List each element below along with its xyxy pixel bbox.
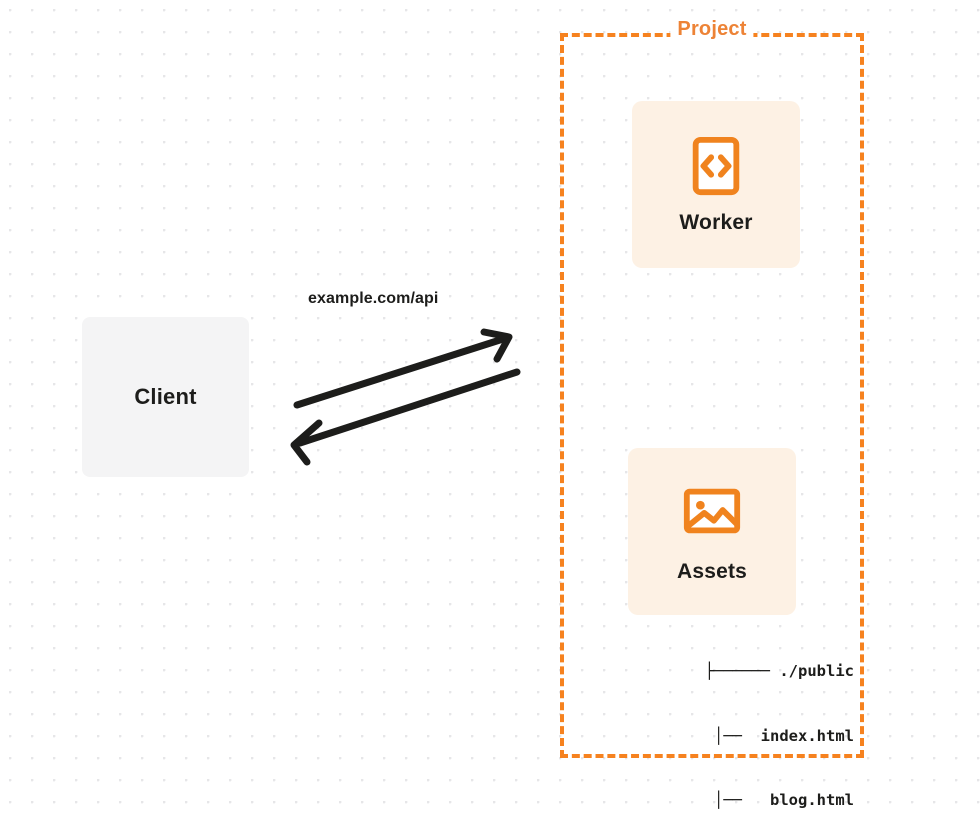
client-label: Client — [134, 384, 197, 409]
file-tree-row: ├────── ./public — [704, 662, 854, 680]
file-tree-row: │── blog.html — [676, 791, 854, 809]
worker-card[interactable]: Worker — [632, 101, 800, 268]
response-arrow-icon — [290, 368, 521, 466]
connection-url-label: example.com/api — [308, 290, 439, 307]
request-arrow-icon — [293, 328, 513, 409]
assets-file-tree: ├────── ./public │── index.html │── blog… — [610, 618, 854, 818]
worker-card-label: Worker — [679, 210, 753, 234]
code-brackets-icon — [692, 136, 740, 195]
assets-card[interactable]: Assets — [628, 448, 796, 615]
project-title: Project — [670, 19, 754, 39]
client-node[interactable]: Client — [82, 317, 249, 477]
image-picture-icon — [683, 488, 741, 533]
project-group: Project Worker Assets ├────── ./public │… — [560, 19, 864, 809]
assets-card-label: Assets — [676, 559, 748, 583]
file-tree-row: │── index.html — [676, 726, 854, 745]
